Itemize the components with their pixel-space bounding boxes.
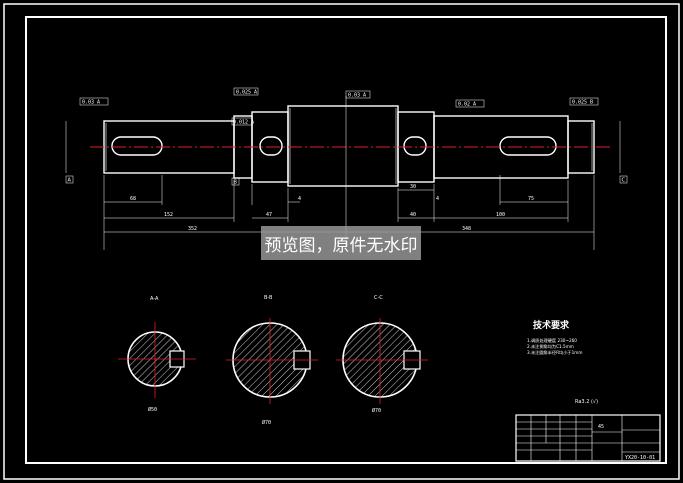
section-diameter: Ø70 bbox=[262, 419, 271, 426]
section-c-c: C-C Ø70 bbox=[336, 295, 428, 414]
keyway-right bbox=[499, 136, 557, 156]
dim-100: 100 bbox=[496, 212, 505, 218]
tolerance-frame: 0.03 A bbox=[345, 90, 371, 99]
svg-text:0.03 A: 0.03 A bbox=[348, 93, 366, 99]
svg-text:0.012 A: 0.012 A bbox=[233, 120, 254, 126]
dimension-text: 68 152 352 47 4 30 40 4 100 75 348 bbox=[130, 184, 534, 232]
datum-marker bbox=[619, 175, 628, 184]
dim-4a: 4 bbox=[298, 196, 301, 202]
svg-text:0.025 B: 0.025 B bbox=[572, 100, 593, 106]
dim-47: 47 bbox=[266, 212, 272, 218]
outer-border bbox=[3, 3, 680, 480]
shaft-segment-end bbox=[567, 120, 595, 174]
keyway-center-right bbox=[403, 136, 427, 156]
tech-req-title: 技术要求 bbox=[533, 319, 570, 331]
datum-marker bbox=[231, 177, 240, 186]
title-block bbox=[515, 414, 661, 462]
svg-text:C-C: C-C bbox=[374, 295, 383, 301]
preview-watermark: 预览图，原件无水印 bbox=[261, 226, 421, 260]
datum-markers: A B C bbox=[65, 175, 628, 186]
section-diameter: Ø70 bbox=[372, 407, 381, 414]
section-diameter: Ø50 bbox=[148, 406, 157, 413]
keyway-center-left bbox=[259, 136, 283, 156]
dim-68: 68 bbox=[130, 196, 136, 202]
svg-text:B-B: B-B bbox=[264, 295, 273, 301]
svg-text:C: C bbox=[622, 178, 626, 184]
tolerance-frame: 0.025 A bbox=[233, 87, 259, 96]
dim-352: 352 bbox=[188, 226, 197, 232]
dim-152: 152 bbox=[164, 212, 173, 218]
svg-text:A-A: A-A bbox=[150, 296, 159, 302]
shaft-view bbox=[103, 105, 595, 187]
section-b-b: B-B Ø70 bbox=[226, 295, 318, 426]
tolerance-frame: 0.03 A bbox=[79, 97, 109, 106]
tolerance-frame: 0.02 A bbox=[455, 99, 485, 108]
dim-75: 75 bbox=[528, 196, 534, 202]
inner-border bbox=[25, 16, 667, 464]
svg-text:A: A bbox=[68, 178, 72, 184]
svg-text:2.未注倒角均为C1.5mm: 2.未注倒角均为C1.5mm bbox=[527, 343, 574, 350]
tolerance-frames: 0.03 A 0.025 A 0.03 A 0.02 A 0.025 B 0.0… bbox=[79, 87, 599, 126]
datum-marker bbox=[65, 175, 74, 184]
svg-text:0.02 A: 0.02 A bbox=[458, 102, 476, 108]
tolerance-frame: 0.012 A bbox=[231, 117, 254, 126]
surface-roughness: Ra3.2 (√) bbox=[575, 399, 598, 405]
svg-text:0.025 A: 0.025 A bbox=[236, 90, 257, 96]
title-block-material: 45 bbox=[598, 424, 604, 430]
dim-40: 40 bbox=[410, 212, 416, 218]
technical-requirements: 技术要求 1.调质处理硬度 230~260 2.未注倒角均为C1.5mm 3.未… bbox=[527, 319, 582, 356]
svg-text:1.调质处理硬度 230~260: 1.调质处理硬度 230~260 bbox=[527, 337, 577, 344]
svg-text:0.03 A: 0.03 A bbox=[82, 100, 100, 106]
tolerance-frame: 0.025 B bbox=[569, 97, 599, 106]
svg-text:B: B bbox=[234, 180, 238, 186]
keyway-left bbox=[111, 136, 163, 156]
svg-text:3.未注圆角半径R均小于1mm: 3.未注圆角半径R均小于1mm bbox=[527, 349, 582, 356]
title-block-drawing-number: YX20-10-01 bbox=[625, 455, 655, 461]
dim-4b: 4 bbox=[436, 196, 439, 202]
shaft-segment-collar bbox=[287, 105, 399, 187]
section-a-a: A-A Ø50 bbox=[118, 296, 196, 413]
dim-348: 348 bbox=[462, 226, 471, 232]
dim-30: 30 bbox=[410, 184, 416, 190]
